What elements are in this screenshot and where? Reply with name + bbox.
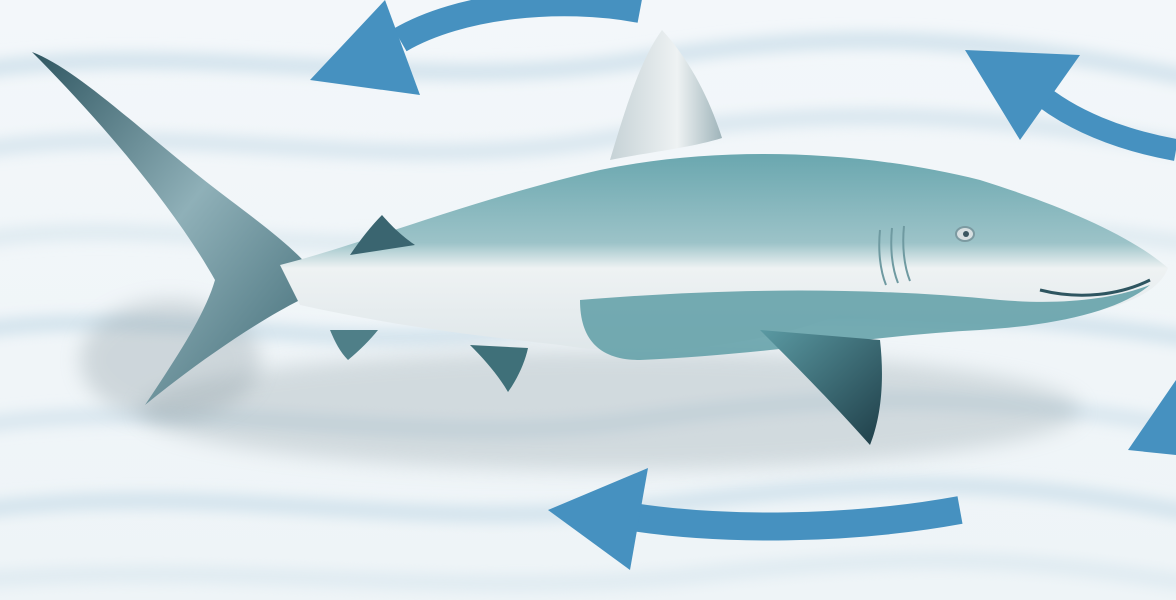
shark-pupil <box>963 231 969 237</box>
shark-shadow <box>140 350 1080 470</box>
